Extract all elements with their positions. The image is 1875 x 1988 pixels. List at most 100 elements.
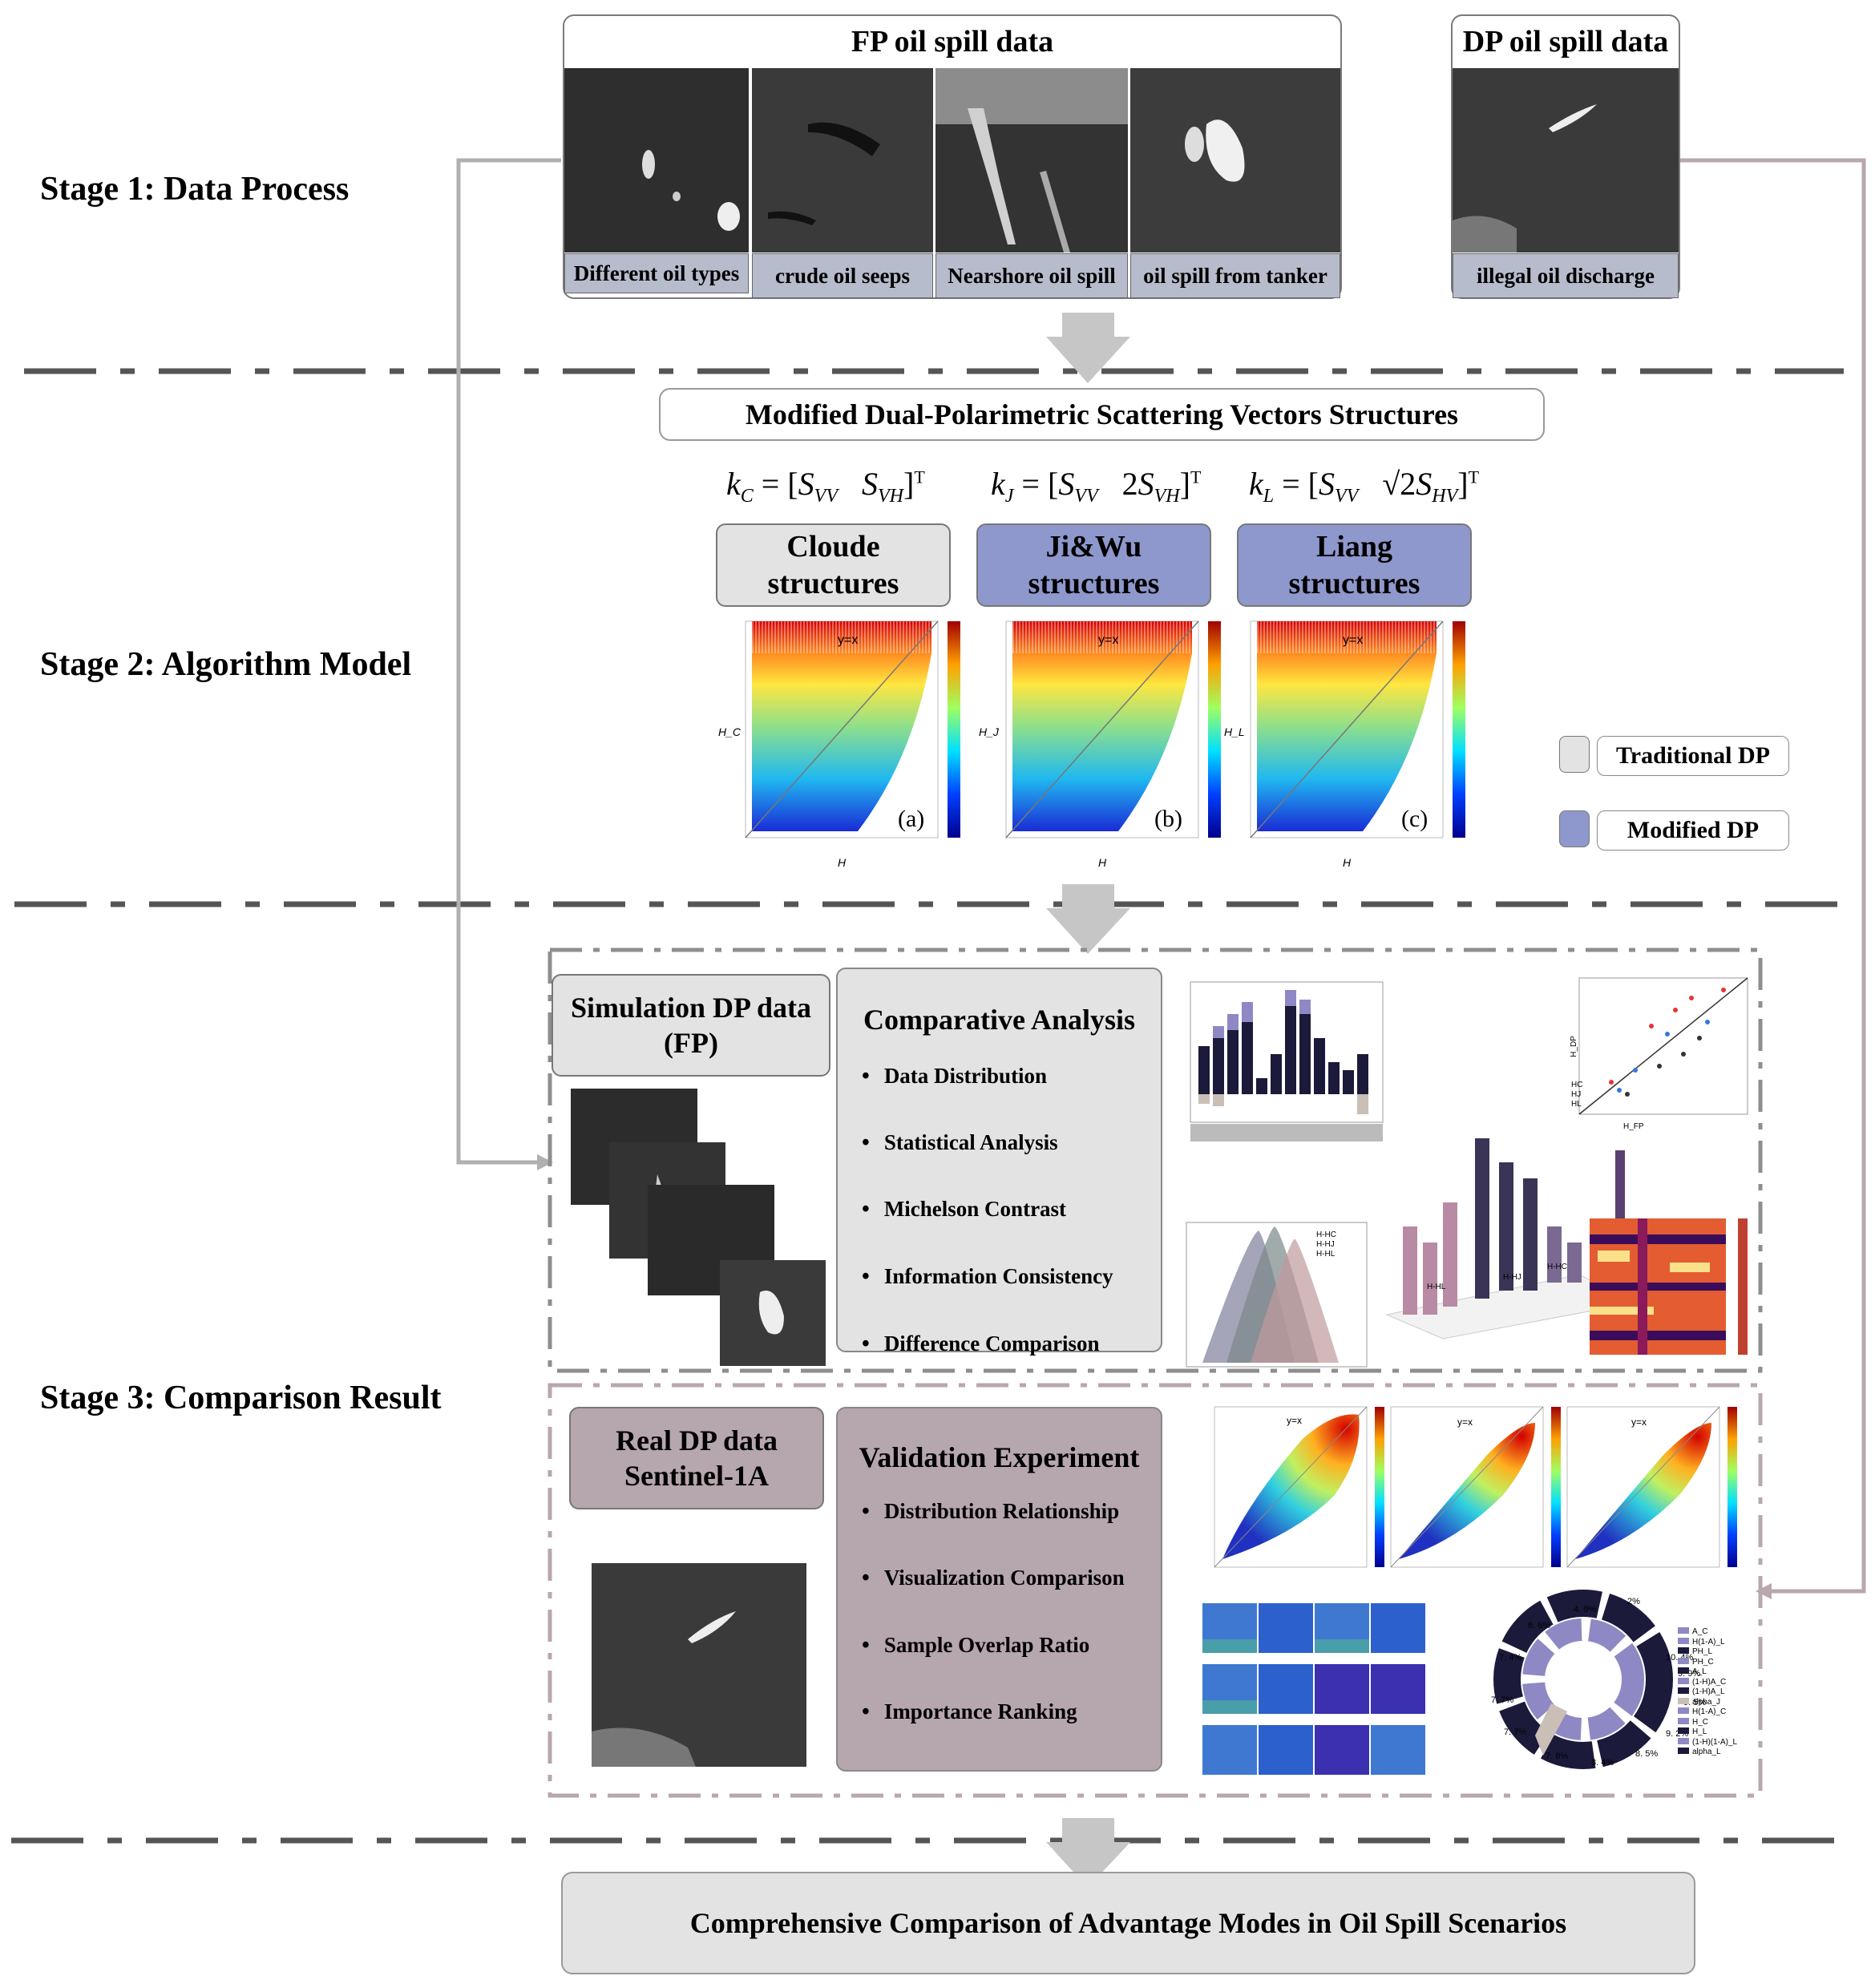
plot-c-label: (c) <box>1401 806 1428 832</box>
fp-dp-scatter <box>1578 977 1748 1115</box>
legend-modified-swatch <box>1559 810 1590 847</box>
bar3d-label-3: H-HC <box>1547 1263 1567 1271</box>
scatter-ylabel: H_DP <box>1569 1036 1578 1057</box>
comparative-item-3: Michelson Contrast <box>862 1197 1066 1222</box>
plot-b-xlabel: H <box>1098 856 1107 869</box>
stage-2-label: Stage 2: Algorithm Model <box>40 646 412 683</box>
simulation-title-line1: Simulation DP data <box>570 992 812 1024</box>
fp-connector-line <box>456 158 561 1165</box>
comparative-item-5: Difference Comparison <box>862 1331 1100 1357</box>
final-conclusion-text: Comprehensive Comparison of Advantage Mo… <box>689 1907 1567 1939</box>
legend-traditional-label: Traditional DP <box>1597 736 1789 776</box>
final-conclusion-box: Comprehensive Comparison of Advantage Mo… <box>561 1872 1695 1974</box>
ring-label-8: 8. 4% <box>1591 1758 1614 1768</box>
plot-a-ylabel: H_C <box>718 725 742 738</box>
validation-charts <box>1202 1406 1737 1775</box>
down-arrow-3 <box>1046 1818 1130 1888</box>
ring-label-11: 7. 7% <box>1491 1695 1514 1705</box>
down-arrow-1 <box>1046 313 1130 383</box>
dp-caption: illegal oil discharge <box>1453 253 1679 298</box>
visualization-tiles <box>1202 1603 1425 1775</box>
fp-caption-1: Different oil types <box>564 253 749 293</box>
validation-item-1: Distribution Relationship <box>862 1499 1119 1525</box>
bar3d-label-1: H-HL <box>1427 1283 1446 1291</box>
dp-connector-line <box>1679 158 1866 1594</box>
stage-3-label: Stage 3: Comparison Result <box>40 1380 442 1416</box>
legend-traditional-swatch <box>1559 736 1590 773</box>
validation-item-3: Sample Overlap Ratio <box>862 1633 1090 1659</box>
real-dp-image <box>592 1563 806 1767</box>
plot-b-label: (b) <box>1154 806 1182 832</box>
comparative-item-1: Data Distribution <box>862 1064 1047 1089</box>
simulation-container <box>548 948 1763 1373</box>
fp-data-title: FP oil spill data <box>851 25 1054 59</box>
validation-scatter-1 <box>1214 1406 1384 1568</box>
distribution-histogram <box>1186 1222 1368 1368</box>
plot-b-ylabel: H_J <box>979 725 999 738</box>
fp-image-1 <box>564 68 749 253</box>
bar3d-label-2: H-HJ <box>1503 1273 1521 1282</box>
comparative-analysis-title: Comparative Analysis <box>863 1004 1135 1036</box>
cloude-line2: structures <box>767 567 899 600</box>
formula-cloude: kC = [SVV SVH]T <box>726 466 925 507</box>
fp-image-4 <box>1130 68 1340 253</box>
validation-annot-1: y=x <box>1287 1415 1303 1426</box>
ring-legend: A_C H(1-A)_L PH_L PH_C A_L (1-H)A_C (1-H… <box>1678 1627 1737 1758</box>
jiwu-line1: Ji&Wu <box>1045 530 1142 564</box>
validation-annot-3: y=x <box>1631 1416 1647 1428</box>
ring-label-9: 7. 8% <box>1546 1752 1569 1761</box>
fp-image-2 <box>752 68 933 253</box>
importance-ring <box>1493 1590 1673 1769</box>
plot-c-xlabel: H <box>1343 856 1352 869</box>
bar3d-chart <box>1385 1138 1637 1339</box>
validation-experiment-panel: Validation Experiment Distribution Relat… <box>836 1407 1162 1772</box>
stage-1-label: Stage 1: Data Process <box>40 171 350 208</box>
ring-label-5: 9. 5% <box>1683 1698 1707 1707</box>
simulation-charts <box>1186 977 1748 1368</box>
plot-b <box>1005 620 1221 838</box>
fp-caption-4: oil spill from tanker <box>1130 253 1340 298</box>
validation-title: Validation Experiment <box>859 1441 1140 1473</box>
cloude-line1: Cloude <box>786 530 880 564</box>
simulation-title-box: Simulation DP data(FP) <box>552 974 830 1077</box>
plot-a-label: (a) <box>898 806 925 832</box>
simulation-title-line2: (FP) <box>664 1027 718 1059</box>
real-container <box>548 1383 1763 1798</box>
sim-image-4 <box>720 1260 826 1366</box>
stacked-bar-chart <box>1190 981 1384 1141</box>
validation-scatter-2 <box>1390 1406 1561 1568</box>
liang-line2: structures <box>1288 567 1420 600</box>
comparative-item-4: Information Consistency <box>862 1264 1113 1290</box>
real-title-line2: Sentinel-1A <box>624 1460 769 1492</box>
heatmap <box>1590 1218 1748 1355</box>
validation-item-2: Visualization Comparison <box>862 1566 1125 1591</box>
ring-label-13: 6. 6% <box>1528 1621 1551 1630</box>
ring-label-12: 7. 4% <box>1499 1653 1522 1663</box>
plot-b-annot: y=x <box>1098 633 1119 647</box>
entropy-plots <box>745 620 1465 838</box>
algorithm-header: Modified Dual-Polarimetric Scattering Ve… <box>659 388 1545 441</box>
comparative-item-2: Statistical Analysis <box>862 1130 1058 1156</box>
real-title-line1: Real DP data <box>616 1424 778 1457</box>
ring-label-1: 2% <box>1627 1597 1640 1606</box>
dp-data-title: DP oil spill data <box>1462 25 1669 59</box>
plot-c <box>1250 620 1465 838</box>
plot-c-ylabel: H_L <box>1224 725 1245 738</box>
comparative-analysis-panel: Comparative Analysis Data Distribution S… <box>836 968 1162 1356</box>
dp-image <box>1453 68 1679 253</box>
formula-liang: kL = [SVV √2SHV]T <box>1249 466 1480 507</box>
jiwu-line2: structures <box>1028 567 1160 600</box>
validation-item-4: Importance Ranking <box>862 1699 1077 1725</box>
plot-a-annot: y=x <box>838 633 859 647</box>
legend-modified-label: Modified DP <box>1597 810 1789 851</box>
ring-label-7: 8. 5% <box>1635 1749 1659 1759</box>
validation-annot-2: y=x <box>1457 1416 1473 1428</box>
ring-label-2: 4. 9% <box>1574 1605 1597 1614</box>
ring-label-10: 7. 7% <box>1504 1727 1527 1737</box>
